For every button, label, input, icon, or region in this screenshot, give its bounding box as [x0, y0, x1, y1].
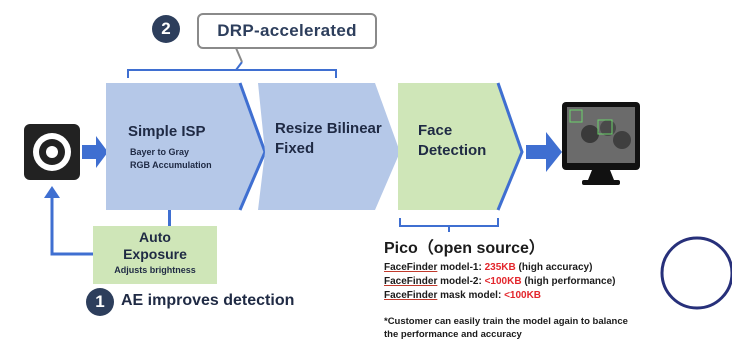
monitor-icon — [562, 102, 640, 185]
pico-model-2-name: FaceFinder — [384, 276, 438, 287]
input-arrow — [82, 136, 108, 168]
ae-note: AE improves detection — [121, 292, 295, 309]
pico-model-2: FaceFinder model-2: <100KB (high perform… — [384, 276, 615, 287]
pico-model-3: FaceFinder mask model: <100KB — [384, 290, 541, 301]
simple-isp-line2: RGB Accumulation — [130, 160, 212, 170]
ae-title-line2: Exposure — [123, 246, 187, 262]
pico-model-1-size: 235KB — [484, 262, 516, 273]
face-title-line1: Face — [418, 122, 453, 139]
pico-model-2-size: <100KB — [484, 276, 522, 287]
simple-isp-title: Simple ISP — [128, 123, 206, 140]
drp-label: DRP-accelerated — [217, 21, 357, 40]
simple-isp-block — [106, 83, 265, 210]
resize-block — [258, 83, 400, 210]
pico-model-2-note: (high performance) — [521, 276, 616, 287]
drp-label-box — [197, 13, 377, 49]
resize-title-line1: Resize Bilinear — [275, 120, 382, 137]
feedback-arrow — [50, 196, 93, 256]
pico-model-1-label: model-1: — [437, 262, 485, 273]
pico-footnote-line2: the performance and accuracy — [384, 329, 522, 340]
pico-footnote-line1: *Customer can easily train the model aga… — [384, 316, 628, 327]
face-title-line2: Detection — [418, 142, 487, 159]
pico-model-1-note: (high accuracy) — [515, 262, 593, 273]
ae-badge-number: 1 — [95, 292, 105, 311]
pico-model-3-label: mask model: — [437, 290, 505, 301]
outline-circle — [660, 236, 732, 310]
ae-subtitle: Adjusts brightness — [114, 265, 196, 275]
drp-bracket — [127, 61, 337, 78]
output-arrow — [526, 132, 562, 172]
resize-title-line2: Fixed — [275, 140, 315, 157]
pico-model-1-name: FaceFinder — [384, 262, 438, 273]
pico-model-3-name: FaceFinder — [384, 290, 438, 301]
ae-badge — [86, 288, 114, 316]
camera-icon — [24, 124, 80, 180]
pico-model-2-label: model-2: — [437, 276, 485, 287]
drp-badge — [152, 15, 180, 43]
drp-badge-number: 2 — [161, 19, 171, 38]
face-detection-block — [398, 83, 522, 210]
pico-model-3-size: <100KB — [504, 290, 542, 301]
pico-model-1: FaceFinder model-1: 235KB (high accuracy… — [384, 262, 592, 273]
auto-exposure-block — [93, 226, 217, 284]
ae-title-line1: Auto — [139, 229, 171, 245]
simple-isp-line1: Bayer to Gray — [130, 147, 190, 157]
pico-title: Pico（open source） — [384, 240, 545, 257]
face-bracket — [399, 218, 499, 232]
